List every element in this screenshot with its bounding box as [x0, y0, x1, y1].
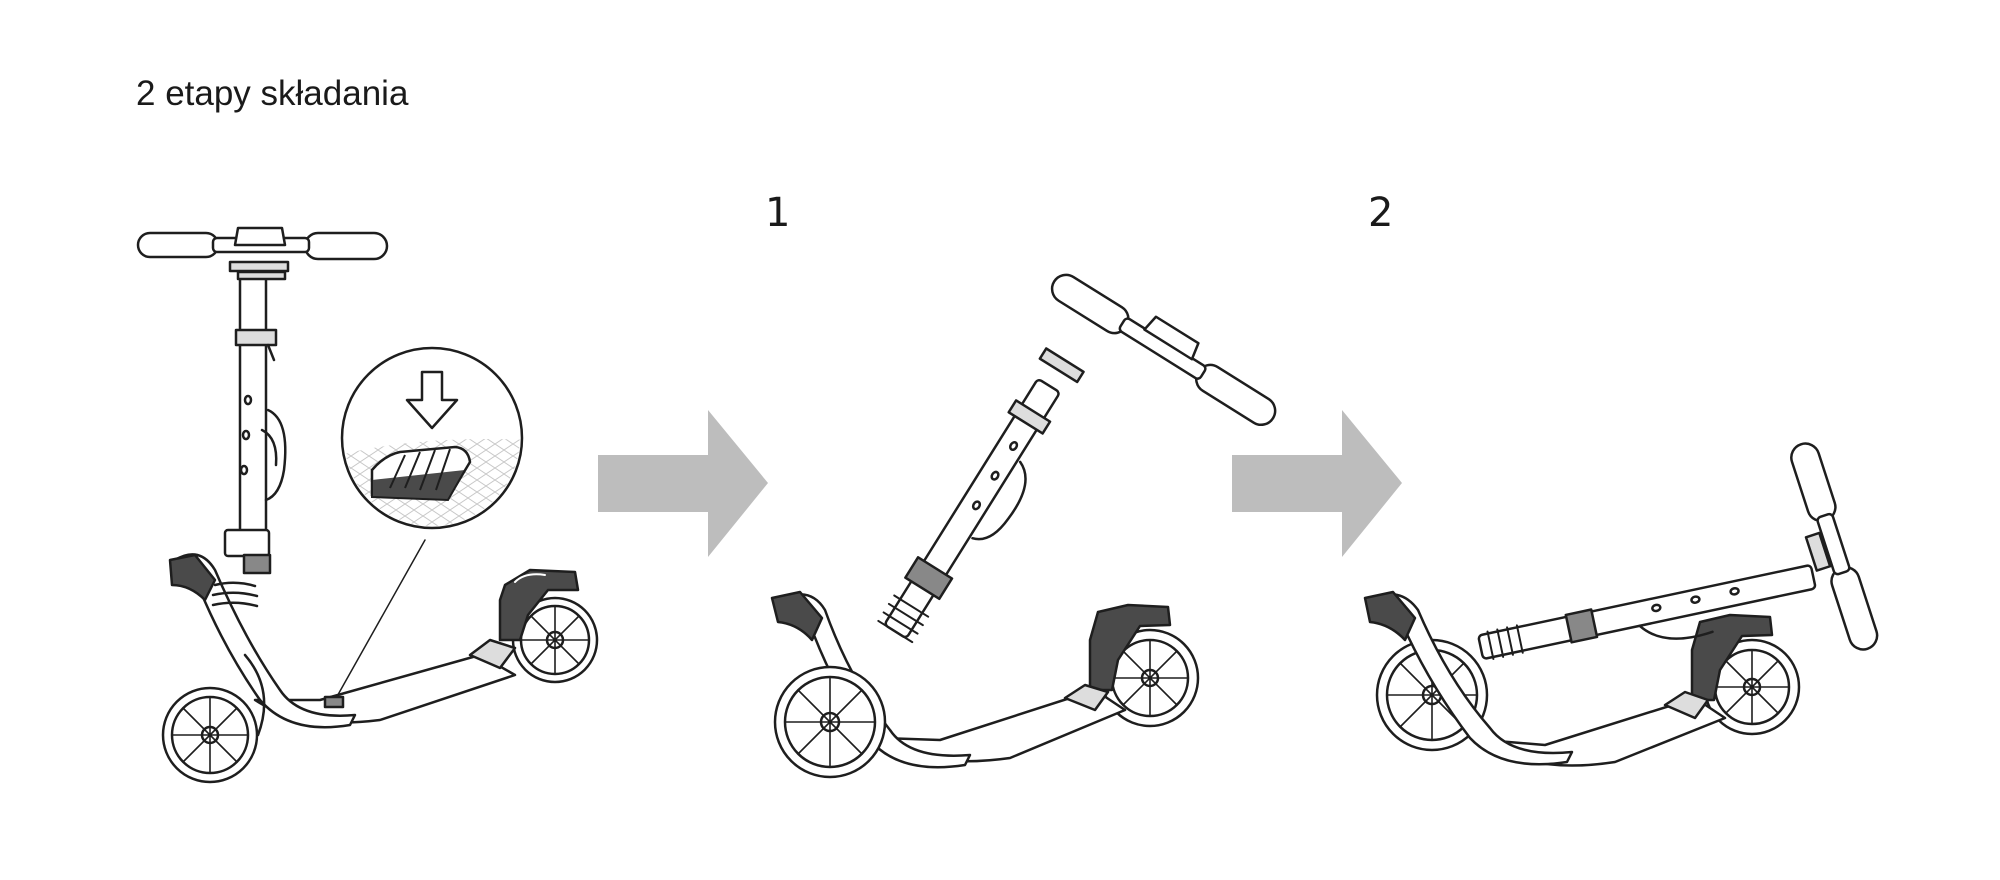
- steering-column: [223, 263, 287, 575]
- step-number-1: 1: [765, 190, 791, 236]
- step-number-2: 2: [1368, 190, 1394, 236]
- scooter-folded: [1363, 442, 1879, 767]
- handlebar: [136, 226, 389, 273]
- down-arrow-icon: [405, 370, 459, 430]
- scooter-unfolded: [136, 226, 599, 784]
- right-arrow-icon: [598, 410, 768, 557]
- front-wheel: [161, 686, 259, 784]
- rear-fender: [498, 568, 580, 642]
- zoom-callout: [340, 346, 524, 530]
- page-title: 2 etapy składania: [136, 74, 409, 113]
- scooter-folding: [770, 273, 1277, 779]
- right-arrow-icon: [1232, 410, 1402, 557]
